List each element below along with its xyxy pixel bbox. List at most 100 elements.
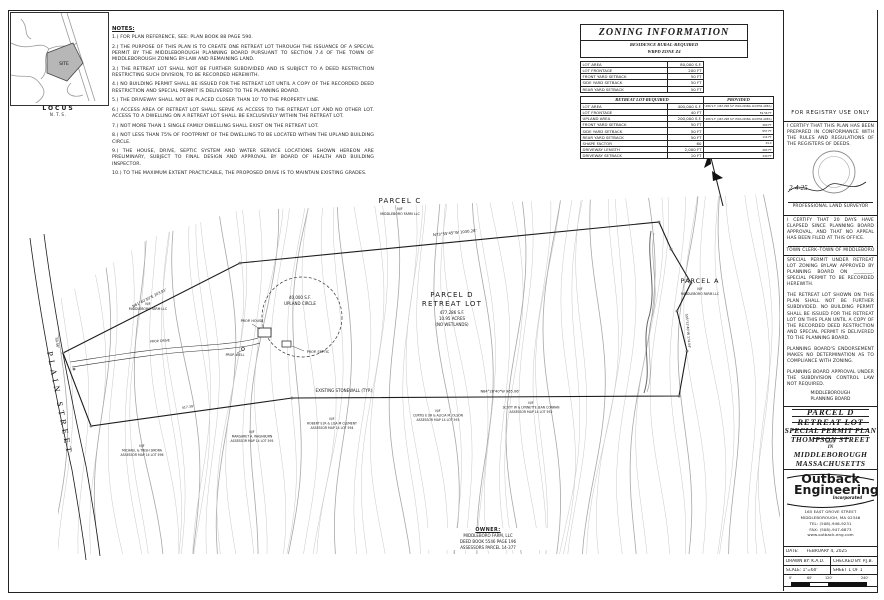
surveyor-signature-line [788,202,873,204]
note-item: 9.) THE HOUSE, DRIVE, SEPTIC SYSTEM AND … [112,149,374,167]
provided-row: 460 FT [704,121,773,127]
note-item: 8.) NOT LESS THAN 75% OF FOOTPRINT OF TH… [112,133,374,145]
abutter1-nf: N/F [139,444,144,448]
owner-block: OWNER: MIDDLEBORO FARM, LLC DEED BOOK 55… [424,528,552,551]
board-name: MIDDLEBOROUGH PLANNING BOARD [784,391,877,403]
board-date-label: DATE [825,439,836,444]
provided-row: 477,286 S.F. (467,298 S.F. EXCLUDING ACC… [704,102,773,109]
scale-bar [791,582,867,587]
surveyor-certification: I CERTIFY THAT THIS PLAN HAS BEEN PREPAR… [784,122,877,216]
locus-map-drawing: SITE [10,12,96,106]
stonewall-meander [643,230,653,394]
proposed-septic [281,340,292,348]
firm-name-3: Incorporated [832,495,863,500]
note-item: 4.) NO BUILDING PERMIT SHALL BE ISSUED F… [112,82,374,94]
locus-site-parcel [46,42,84,82]
septic-leader [291,345,305,352]
proposed-driveway-north [69,337,259,363]
surveyor-title: PROFESSIONAL LAND SURVEYOR [792,203,869,209]
plain-street-west-edge [29,237,87,561]
abutter3-name: ROBERT E JR & LISA M CLEMENT [307,422,357,426]
abutter4-map: ASSESSOR MAP 14 LOT 593 [417,418,460,422]
sheet-number: SHEET 1 OF 1 [833,567,863,573]
clerk-signature-line [788,246,873,248]
stonewall-meander-2 [646,232,656,393]
bearing-bottom: N84°28'40"W 965.06' [480,390,519,394]
date-label: DATE: [786,549,799,554]
board-signature-line [792,417,869,423]
scale-value: SCALE: 1"=60' [786,567,818,573]
abutter2-name: MARGARET A. WASHBURN [232,435,273,439]
owner-parcel: ASSESSORS PARCEL 14-377 [460,544,516,550]
parcel-a-owner: MIDDLEBORO FARM LLC [681,292,720,296]
scale-tick: 0' [789,576,793,580]
abutter3-map: ASSESSOR MAP 14 LOT 594 [311,426,354,430]
parcel-a-title: PARCEL A [681,277,720,285]
locus-site-label: SITE [59,61,69,67]
parcel-boundary [62,221,692,427]
provided-row: 114 FT [704,133,773,140]
proposed-well [241,347,245,351]
scale-tick: 240' [861,576,869,580]
board-signature-line [792,410,869,417]
plain-street-east-edge [43,233,101,557]
locus-map: SITE [10,12,109,106]
abutter2-nf: N/F [249,430,254,434]
firm-logo: Outback Engineering Incorporated [784,472,879,509]
proposed-house [257,327,272,338]
prop-well-label: PROP. WELL [226,353,245,357]
locus-caption: LOCUS N.T.S. [10,105,107,117]
abutter5-nf: N/F [528,401,533,405]
title-state: MASSACHUSETTS [795,459,866,469]
board-signature-line [792,430,869,436]
provided-row: 483 FT [704,146,773,152]
registry-box: FOR REGISTRY USE ONLY [784,104,877,122]
date-value: FEBRUARY 4, 2025 [806,549,847,554]
board-paragraph-4: PLANNING BOARD APPROVAL UNDER THE SUBDIV… [787,370,874,388]
proposed-driveway-south [71,342,261,368]
board-paragraph-2: THE RETREAT LOT SHOWN ON THIS PLAN SHALL… [787,293,874,341]
right-column: FOR REGISTRY USE ONLY I CERTIFY THAT THI… [783,10,879,591]
surveyor-cert-text: I CERTIFY THAT THIS PLAN HAS BEEN PREPAR… [787,124,874,148]
parcel-d-area: 477,286 S.F. [440,310,465,315]
scale-tick: 120' [825,576,833,580]
parcel-a-nf: N/F [697,287,702,291]
clerk-title: TOWN CLERK–TOWN OF MIDDLEBORO [786,247,875,253]
info-block: DATE: FEBRUARY 4, 2025 DRAWN BY: K.A.D. … [784,547,877,587]
parcel-c-owner: MIDDLEBORO FARM LLC [380,212,420,216]
abutter-west-nf: N/F [145,302,150,306]
surveyor-signature [787,181,867,193]
locus-title: LOCUS [42,105,75,112]
note-item: 5.) THE DRIVEWAY SHALL NOT BE PLACED CLO… [112,98,320,104]
zoning-information: ZONING INFORMATION RESIDENCE RURAL-REQUI… [580,24,774,160]
prop-house-label: PROP. HOUSE [241,319,264,323]
abutter-west-owner: MIDDLEBORO FARM LLC [129,307,168,311]
drawn-by: DRAWN BY: K.A.D. [786,558,825,564]
retreat-required-header: RETREAT LOT-REQUIRED [615,97,669,103]
upland-building-circle [261,276,343,358]
planning-board-block: SPECIAL PERMIT UNDER RETREAT LOT ZONING … [784,256,877,444]
provided-header: PROVIDED [727,97,750,103]
stonewall-label: EXISTING STONEWALL (TYP.) [316,388,373,393]
prop-drive-label: PROP. DRIVE [150,338,170,343]
title-plan-type: SPECIAL PERMIT PLAN [784,426,877,436]
title-parcel: PARCEL D [806,407,855,417]
scale-tick: 60' [807,576,813,580]
provided-row: 657 FT [704,127,773,133]
note-item: 10.) TO THE MAXIMUM EXTENT PRACTICABLE, … [112,171,367,177]
notes-title: NOTES: [112,26,135,32]
topo-contours [58,194,780,555]
bearing-top: N73°55'45"W 1030.28' [433,228,477,238]
title-retreat: RETREAT LOT [797,417,864,428]
firm-web: www.outback-eng.com [807,532,854,538]
board-paragraph-3: PLANNING BOARD'S ENDORSEMENT MAKES NO DE… [787,346,874,364]
